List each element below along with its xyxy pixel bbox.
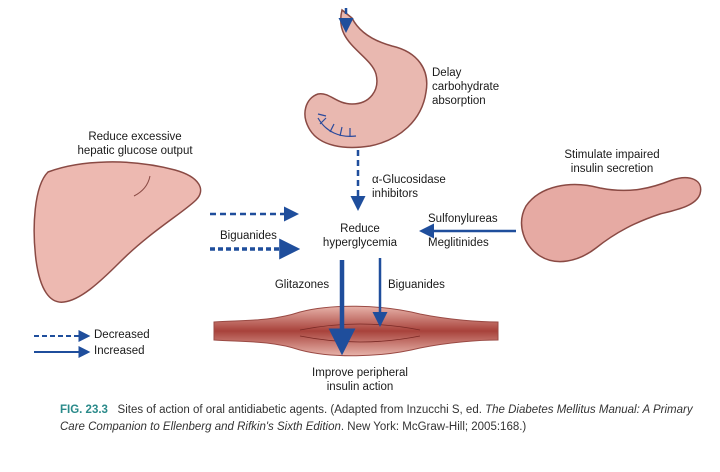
arrows <box>34 8 516 358</box>
stomach-illustration <box>304 8 428 149</box>
label-biguanides-right: Biguanides <box>388 279 445 291</box>
label-meglitinides: Meglitinides <box>428 237 489 249</box>
liver-illustration <box>33 161 202 303</box>
figure-caption: FIG. 23.3 Sites of action of oral antidi… <box>60 402 700 436</box>
muscle-illustration <box>213 305 499 357</box>
label-sulfonylureas: Sulfonylureas <box>428 213 498 225</box>
pancreas-illustration <box>520 176 702 263</box>
caption-book-title: The Diabetes Mellitus Manual: A Primary … <box>60 404 693 433</box>
figure-number: FIG. 23.3 <box>60 404 108 416</box>
legend-decreased-label: Decreased <box>94 329 150 341</box>
label-biguanides-left: Biguanides <box>220 230 277 242</box>
label-improve-insulin: Improve peripheral insulin action <box>312 367 408 393</box>
label-glitazones: Glitazones <box>274 279 330 291</box>
label-hepatic-glucose: Reduce excessive hepatic glucose output <box>77 131 193 157</box>
label-alpha-glucosidase: α-Glucosidase inhibitors <box>372 174 446 200</box>
caption-text-pre: Sites of action of oral antidiabetic age… <box>117 404 486 416</box>
label-stimulate-insulin: Stimulate impaired insulin secretion <box>564 149 660 175</box>
legend-increased-label: Increased <box>94 345 145 357</box>
caption-text-post: . New York: McGraw-Hill; 2005:168.) <box>340 421 527 433</box>
label-reduce-hyperglycemia: Reduce hyperglycemia <box>322 223 398 249</box>
label-delay-carbohydrate: Delay carbohydrate absorption <box>432 67 500 107</box>
